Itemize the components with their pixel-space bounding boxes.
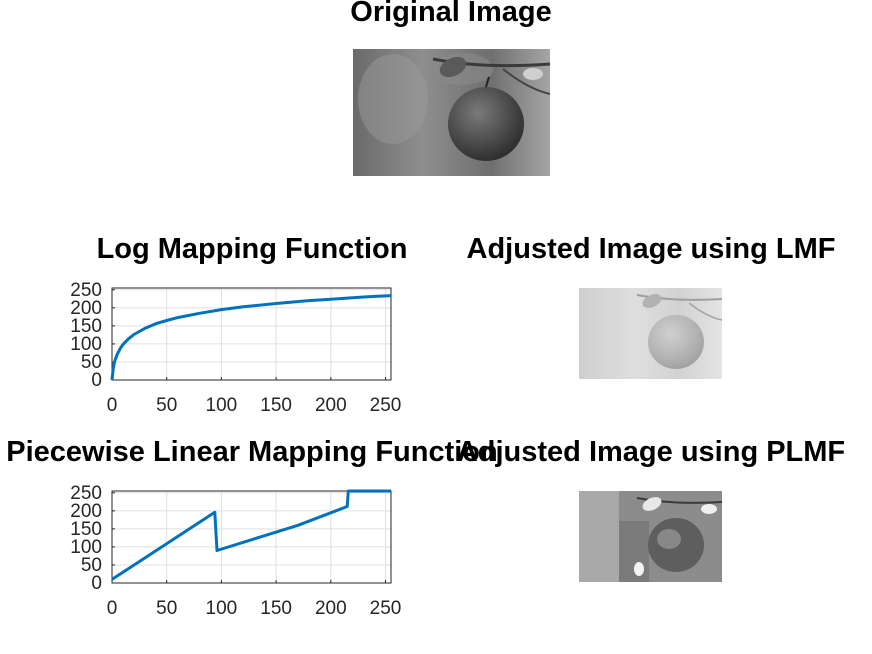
pw-ytick-label: 100 bbox=[70, 537, 102, 558]
log-xtick-label: 0 bbox=[107, 395, 118, 416]
log-ytick-label: 250 bbox=[70, 280, 102, 301]
pw-xtick-label: 100 bbox=[206, 598, 238, 619]
adjusted-lmf-image bbox=[579, 288, 722, 379]
log-xtick-label: 150 bbox=[260, 395, 292, 416]
pw-ytick-label: 150 bbox=[70, 519, 102, 540]
log-xtick-label: 100 bbox=[206, 395, 238, 416]
log-series-line-0 bbox=[110, 294, 392, 381]
log-ytick-label: 200 bbox=[70, 298, 102, 319]
pw-ytick-label: 50 bbox=[81, 555, 102, 576]
log-ytick-label: 150 bbox=[70, 316, 102, 337]
piecewise-chart-title: Piecewise Linear Mapping Function bbox=[6, 436, 498, 468]
pw-ytick-label: 250 bbox=[70, 483, 102, 504]
log-axes-box bbox=[111, 287, 392, 381]
adjusted-plmf-title: Adjusted Image using PLMF bbox=[456, 436, 846, 468]
adjusted-lmf-title: Adjusted Image using LMF bbox=[466, 233, 836, 265]
log-ytick-label: 50 bbox=[81, 352, 102, 373]
log-plot-area bbox=[112, 288, 391, 380]
pw-xtick-label: 200 bbox=[315, 598, 347, 619]
log-chart-title: Log Mapping Function bbox=[96, 233, 408, 265]
original-image-title: Original Image bbox=[350, 0, 552, 28]
pw-series-line-0 bbox=[111, 489, 391, 581]
pw-xtick-label: 50 bbox=[156, 598, 177, 619]
pw-ytick-label: 200 bbox=[70, 501, 102, 522]
pw-ytick-label: 0 bbox=[91, 573, 102, 594]
log-ytick-label: 0 bbox=[91, 370, 102, 391]
original-image bbox=[353, 49, 550, 176]
pw-xtick-label: 0 bbox=[107, 598, 118, 619]
pw-plot-area bbox=[112, 491, 391, 583]
pw-xtick-label: 250 bbox=[370, 598, 402, 619]
log-xtick-label: 200 bbox=[315, 395, 347, 416]
log-xtick-label: 50 bbox=[156, 395, 177, 416]
pw-axes-box bbox=[111, 490, 392, 584]
pw-xtick-label: 150 bbox=[260, 598, 292, 619]
adjusted-plmf-image bbox=[579, 491, 722, 582]
log-xtick-label: 250 bbox=[370, 395, 402, 416]
log-ytick-label: 100 bbox=[70, 334, 102, 355]
